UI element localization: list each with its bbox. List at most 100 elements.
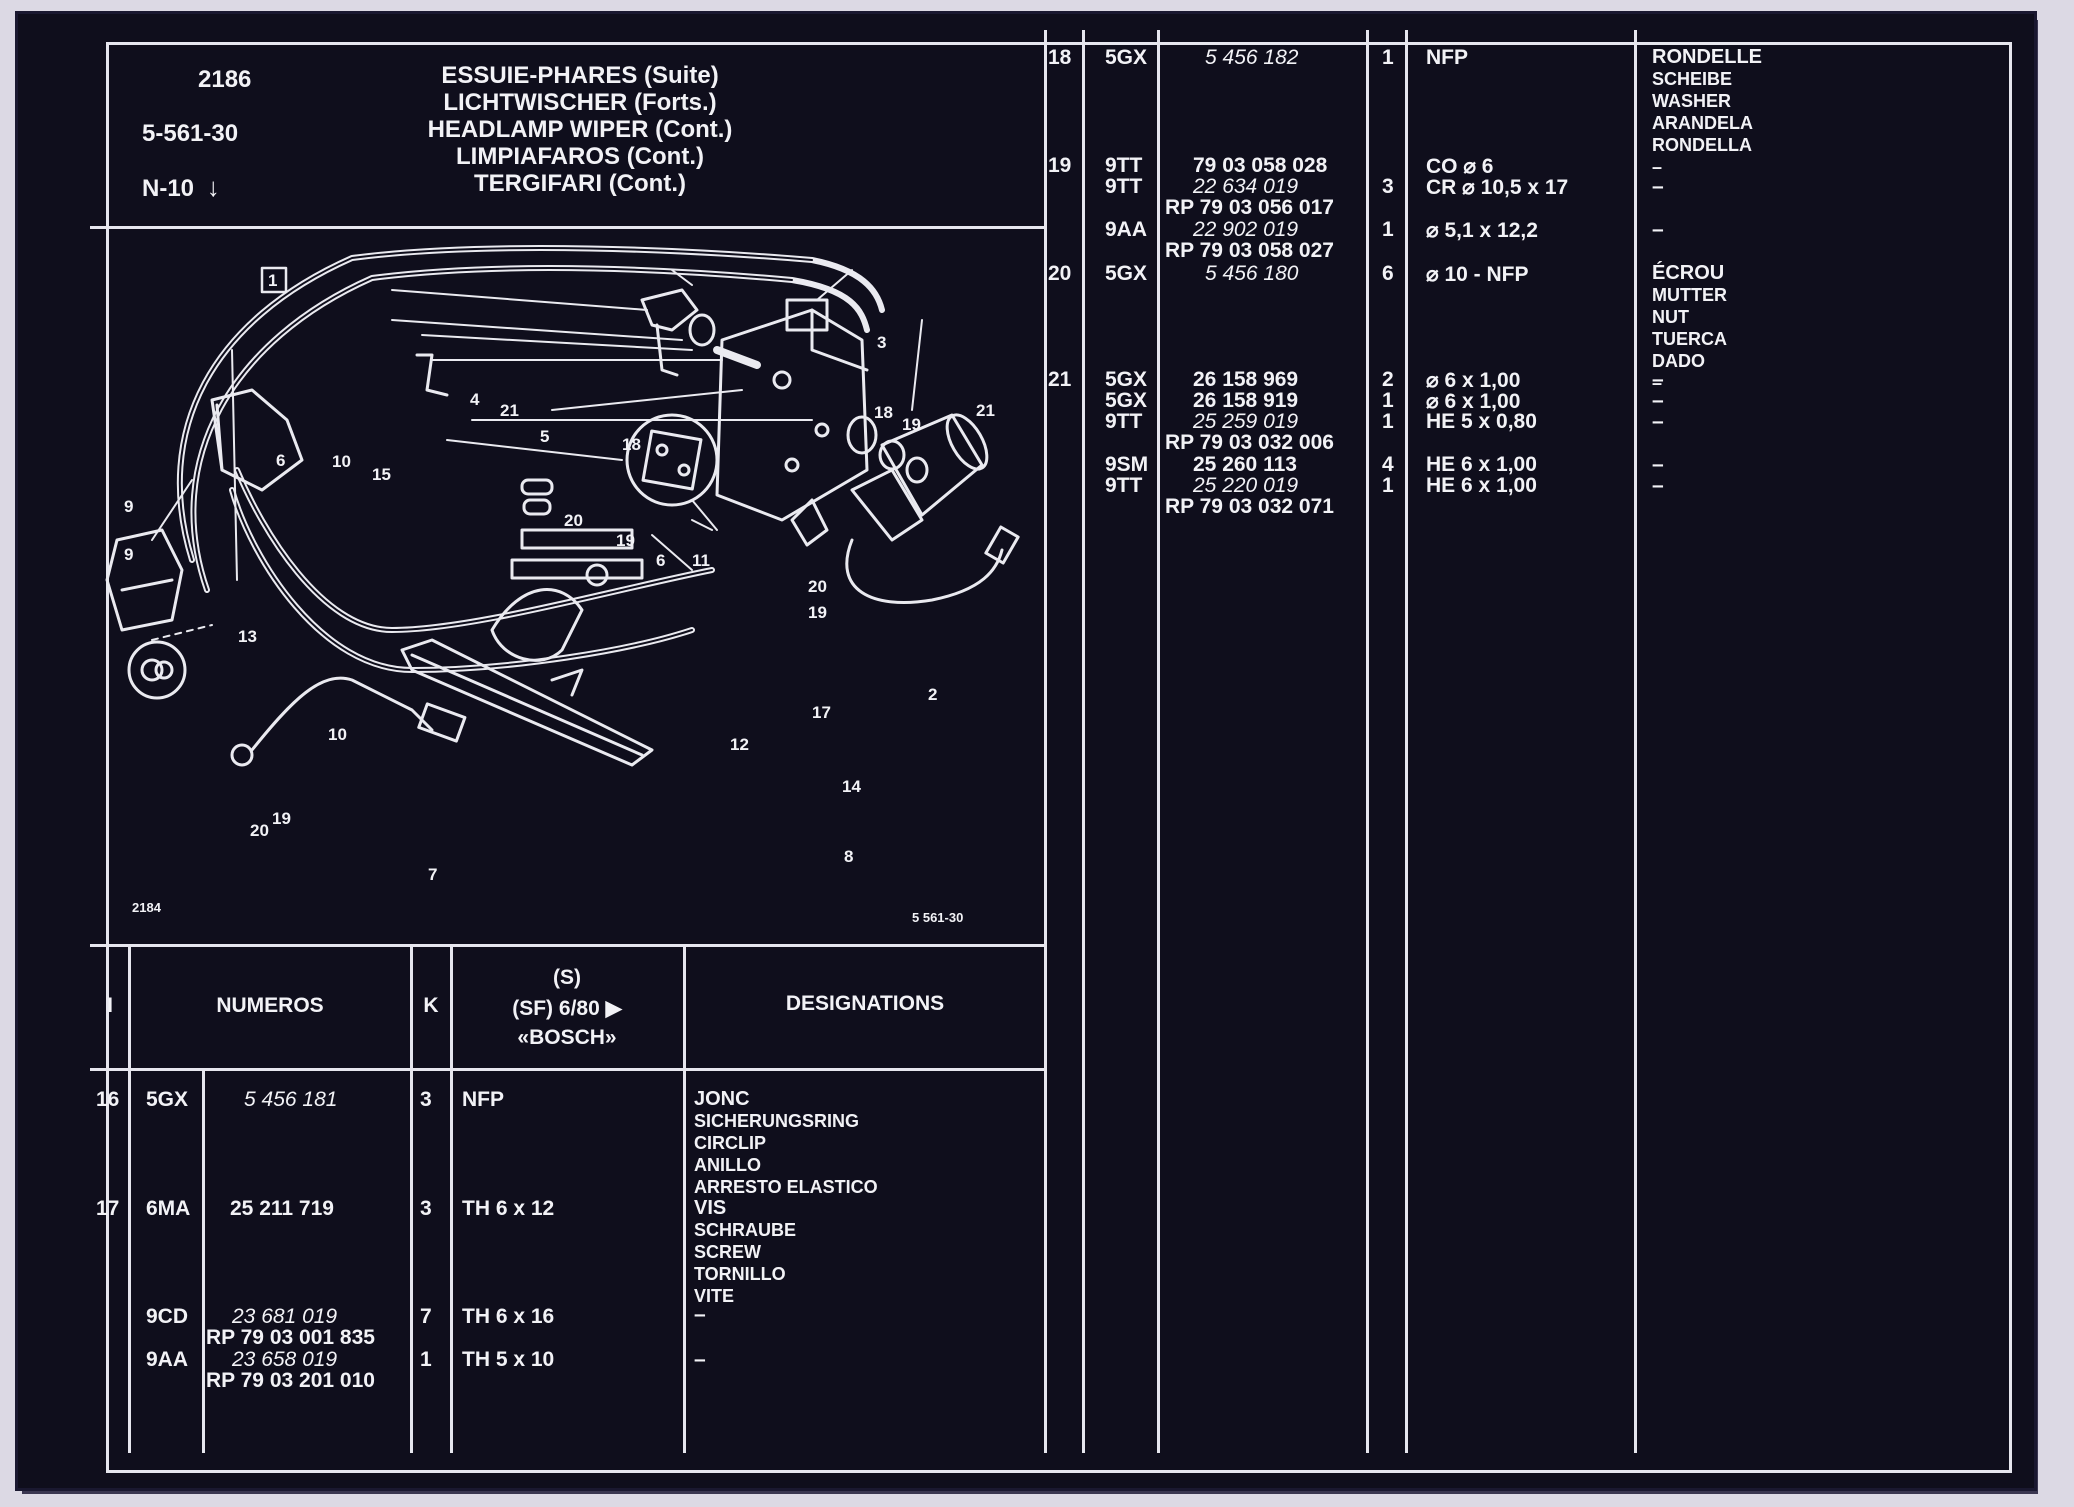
col-header-numeros: NUMEROS bbox=[216, 994, 324, 1017]
nav-reference: N-10 ↓ bbox=[142, 172, 220, 203]
callout-9a: 9 bbox=[124, 497, 133, 516]
callout-12: 12 bbox=[730, 735, 749, 754]
row-spec: CR ⌀ 10,5 x 17 bbox=[1426, 176, 1569, 199]
callout-20a: 20 bbox=[564, 511, 583, 530]
callout-10b: 10 bbox=[328, 725, 347, 744]
row-item-number: 17 bbox=[96, 1197, 120, 1220]
diagram-code-right: 5 561-30 bbox=[912, 910, 963, 925]
row-code: 9TT bbox=[1105, 474, 1143, 497]
row-rp-number: RP 79 03 001 835 bbox=[206, 1326, 375, 1349]
designation-en: WASHER bbox=[1652, 91, 1732, 111]
row-item-number: 20 bbox=[1048, 262, 1072, 285]
designation-de: MUTTER bbox=[1652, 285, 1727, 305]
row-spec: HE 6 x 1,00 bbox=[1426, 453, 1537, 476]
row-designation: – bbox=[1652, 368, 1664, 391]
row-spec: TH 6 x 12 bbox=[462, 1197, 555, 1220]
title-line-fr: ESSUIE-PHARES (Suite) bbox=[441, 62, 719, 89]
callout-1: 1 bbox=[268, 271, 277, 290]
exploded-parts-diagram: 1 2 3 4 5 6 6 7 8 9 9 10 10 11 12 13 14 … bbox=[105, 245, 1020, 925]
callout-10a: 10 bbox=[332, 452, 351, 471]
row-designation: ÉCROU MUTTER NUT TUERCA DADO – bbox=[1652, 262, 1727, 394]
diagram-code-left: 2184 bbox=[132, 900, 162, 915]
designation-it: DADO bbox=[1652, 351, 1705, 371]
col-header-item: I bbox=[107, 994, 113, 1017]
row-code: 5GX bbox=[146, 1088, 189, 1111]
designation-fr: VIS bbox=[694, 1197, 727, 1219]
row-code: 9TT bbox=[1105, 410, 1143, 433]
row-code: 5GX bbox=[1105, 389, 1148, 412]
row-spec: ⌀ 6 x 1,00 bbox=[1426, 390, 1521, 413]
callout-19a: 19 bbox=[902, 415, 921, 434]
row-designation: RONDELLE SCHEIBE WASHER ARANDELA RONDELL… bbox=[1652, 46, 1762, 178]
row-spec: TH 6 x 16 bbox=[462, 1305, 555, 1328]
callout-19b: 19 bbox=[616, 531, 635, 550]
row-quantity: 1 bbox=[1382, 389, 1394, 412]
row-rp-number: RP 79 03 032 006 bbox=[1165, 431, 1334, 454]
callout-20c: 20 bbox=[250, 821, 269, 840]
callout-21b: 21 bbox=[976, 401, 995, 420]
col-header-designations: DESIGNATIONS bbox=[785, 992, 945, 1015]
row-code: 5GX bbox=[1105, 262, 1148, 285]
callout-17: 17 bbox=[812, 703, 831, 722]
designation-es: ANILLO bbox=[694, 1155, 761, 1175]
row-quantity: 3 bbox=[420, 1197, 432, 1220]
title-line-en: HEADLAMP WIPER (Cont.) bbox=[427, 116, 733, 143]
designation-fr: ÉCROU bbox=[1652, 262, 1725, 284]
row-quantity: 1 bbox=[1382, 474, 1394, 497]
designation-de: SCHEIBE bbox=[1652, 69, 1733, 89]
row-quantity: 7 bbox=[420, 1305, 432, 1328]
arrow-down-icon: ↓ bbox=[206, 172, 220, 202]
callout-2: 2 bbox=[928, 685, 937, 704]
row-designation: – bbox=[694, 1303, 706, 1326]
designation-dash: – bbox=[1652, 157, 1663, 177]
row-quantity: 1 bbox=[1382, 46, 1394, 69]
row-spec: NFP bbox=[1426, 46, 1468, 69]
designation-en: CIRCLIP bbox=[694, 1133, 766, 1153]
title-line-it: TERGIFARI (Cont.) bbox=[474, 170, 686, 197]
reference-number: 5-561-30 bbox=[142, 120, 239, 147]
callout-14: 14 bbox=[842, 777, 861, 796]
row-designation: – bbox=[694, 1348, 706, 1371]
row-rp-number: RP 79 03 056 017 bbox=[1165, 196, 1334, 219]
row-part-number: 25 211 719 bbox=[230, 1197, 334, 1220]
row-spec: CO ⌀ 6 bbox=[1426, 155, 1494, 178]
row-rp-number: RP 79 03 201 010 bbox=[206, 1369, 375, 1392]
col-header-s-line2: (SF) 6/80 ▶ bbox=[512, 997, 622, 1020]
row-designation: VIS SCHRAUBE SCREW TORNILLO VITE bbox=[694, 1197, 796, 1307]
row-designation: – bbox=[1652, 474, 1664, 497]
callout-7: 7 bbox=[428, 865, 437, 884]
col-header-s-line1: (S) bbox=[553, 966, 581, 989]
callout-4: 4 bbox=[470, 390, 480, 409]
designation-de: SICHERUNGSRING bbox=[694, 1111, 860, 1131]
row-part-number: 25 259 019 bbox=[1193, 410, 1299, 433]
callout-15: 15 bbox=[372, 465, 391, 484]
callout-11: 11 bbox=[692, 551, 710, 570]
row-rp-number: RP 79 03 032 071 bbox=[1165, 495, 1334, 518]
callout-21a: 21 bbox=[500, 401, 519, 420]
title-line-de: LICHTWISCHER (Forts.) bbox=[443, 89, 717, 116]
row-part-number: 23 658 019 bbox=[232, 1348, 338, 1371]
row-code: 9AA bbox=[1105, 218, 1148, 241]
row-spec: HE 6 x 1,00 bbox=[1426, 474, 1537, 497]
row-code: 9TT bbox=[1105, 154, 1143, 177]
col-header-s-line3: «BOSCH» bbox=[517, 1026, 617, 1049]
callout-8: 8 bbox=[844, 847, 853, 866]
row-part-number: 26 158 969 bbox=[1193, 368, 1299, 391]
designation-es: ARANDELA bbox=[1652, 113, 1753, 133]
callout-13: 13 bbox=[238, 627, 257, 646]
row-part-number: 5 456 182 bbox=[1205, 46, 1299, 69]
row-part-number: 23 681 019 bbox=[232, 1305, 338, 1328]
designation-en: NUT bbox=[1652, 307, 1689, 327]
nav-label: N-10 bbox=[142, 175, 195, 202]
row-designation: – bbox=[1652, 218, 1664, 241]
row-part-number: 5 456 181 bbox=[244, 1088, 338, 1111]
row-item-number: 19 bbox=[1048, 154, 1072, 177]
designation-fr: RONDELLE bbox=[1652, 46, 1762, 68]
row-quantity: 1 bbox=[420, 1348, 432, 1371]
callout-19d: 19 bbox=[272, 809, 291, 828]
callout-6b: 6 bbox=[656, 551, 665, 570]
designation-en: SCREW bbox=[694, 1242, 761, 1262]
row-quantity: 3 bbox=[1382, 175, 1394, 198]
row-part-number: 25 220 019 bbox=[1193, 474, 1299, 497]
row-quantity: 3 bbox=[420, 1088, 432, 1111]
